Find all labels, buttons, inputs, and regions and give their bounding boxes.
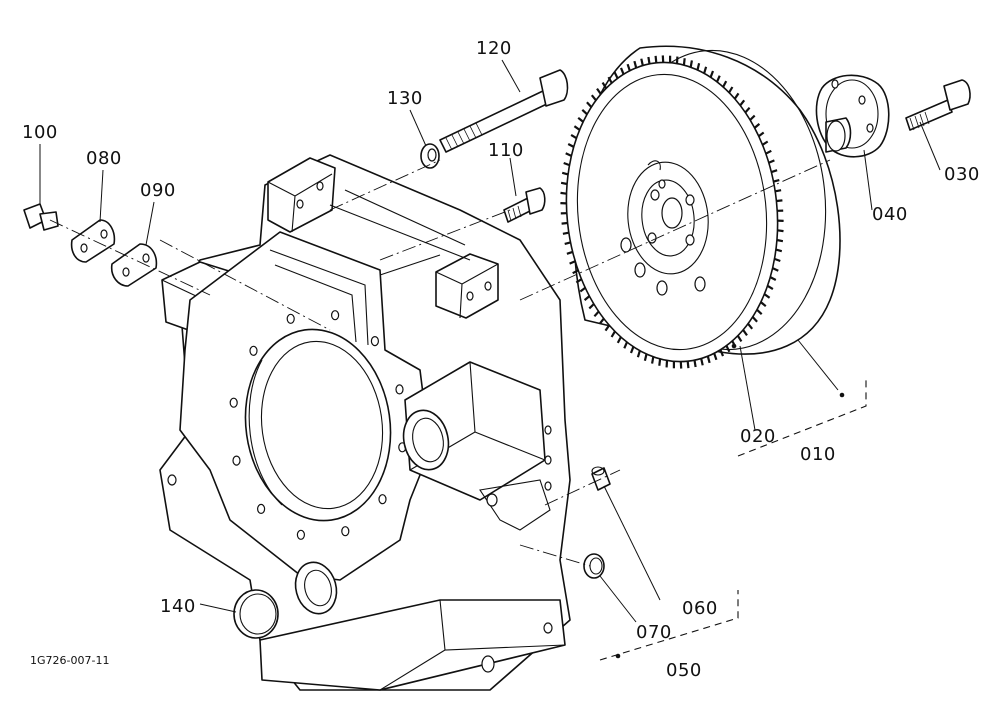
- plug-070[interactable]: [583, 553, 605, 579]
- plate-080[interactable]: [70, 219, 116, 263]
- label-030: 030: [944, 164, 980, 185]
- label-050: 050: [666, 660, 702, 681]
- label-010: 010: [800, 444, 836, 465]
- label-090: 090: [140, 180, 176, 201]
- drawing-code: 1G726-007-11: [30, 654, 109, 667]
- flywheel-housing[interactable]: [159, 154, 571, 691]
- small-bolt[interactable]: [503, 187, 546, 223]
- label-130: 130: [387, 88, 423, 109]
- label-070: 070: [636, 622, 672, 643]
- coupling[interactable]: [815, 74, 890, 158]
- gasket-090[interactable]: [110, 243, 158, 287]
- washer[interactable]: [420, 143, 440, 169]
- label-110: 110: [488, 140, 524, 161]
- plug-bolt[interactable]: [23, 203, 59, 231]
- label-060: 060: [682, 598, 718, 619]
- label-040: 040: [872, 204, 908, 225]
- label-020: 020: [740, 426, 776, 447]
- flywheel[interactable]: [552, 40, 841, 372]
- long-bolt[interactable]: [439, 69, 569, 153]
- label-120: 120: [476, 38, 512, 59]
- label-140: 140: [160, 596, 196, 617]
- coupling-bolt[interactable]: [905, 79, 971, 131]
- cap-140[interactable]: [233, 589, 279, 639]
- label-080: 080: [86, 148, 122, 169]
- label-100: 100: [22, 122, 58, 143]
